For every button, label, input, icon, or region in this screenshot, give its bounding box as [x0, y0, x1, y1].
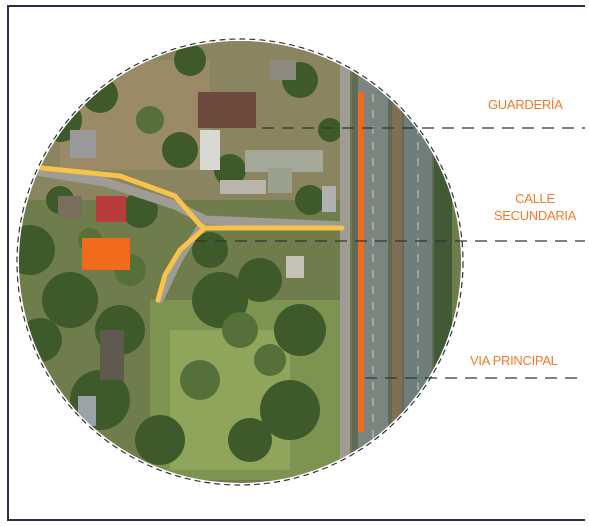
- highlighted-building: [82, 238, 130, 270]
- label-guarderia: GUARDERÍA: [488, 97, 563, 112]
- page-frame: [7, 5, 585, 521]
- main-road-highlight: [358, 92, 364, 432]
- map-circle-border: [16, 38, 464, 486]
- label-calle-secundaria: CALLE SECUNDARIA: [480, 190, 589, 224]
- secondary-road-branch-highlight: [155, 225, 208, 303]
- label-calle-line1: CALLE: [515, 191, 555, 206]
- label-calle-line2: SECUNDARIA: [493, 208, 577, 223]
- secondary-road-highlight: [39, 165, 345, 231]
- label-via-principal: VIA PRINCIPAL: [470, 353, 558, 368]
